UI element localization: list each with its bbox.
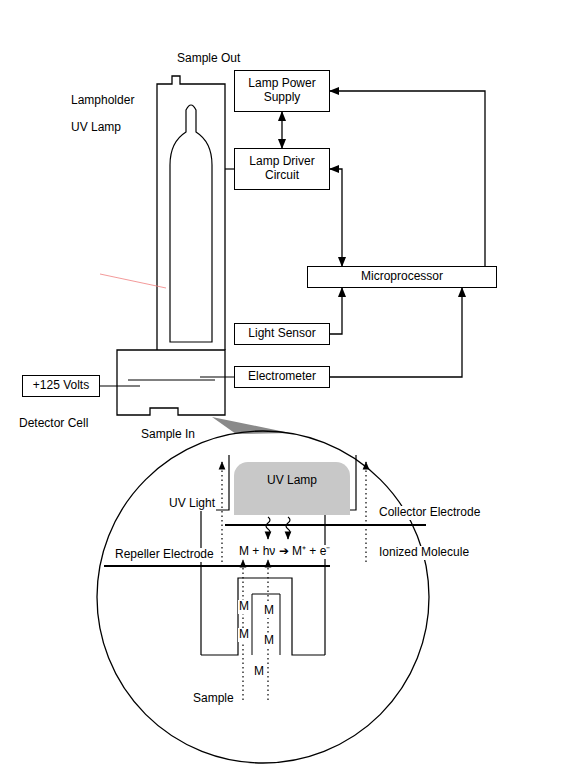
molecule-symbol: M (253, 665, 265, 679)
box-text: Electrometer (248, 370, 316, 384)
part-label: Sample In (140, 428, 196, 442)
signal-connector (330, 288, 462, 377)
part-label: UV Lamp (70, 121, 122, 135)
inlet-channel (252, 594, 280, 655)
light-sensor-box: Light Sensor (234, 323, 330, 345)
part-label: Collector Electrode (378, 506, 481, 520)
box-text: Lamp Power Supply (239, 77, 325, 105)
uv-ray (286, 517, 290, 539)
signal-connector (281, 112, 282, 148)
sample-flow (221, 462, 222, 562)
molecule-symbol: M (263, 604, 275, 618)
detector-cell (117, 350, 225, 415)
lamp-wire (225, 168, 234, 169)
box-text: Lamp Driver Circuit (239, 155, 325, 183)
uv-ray (266, 517, 270, 539)
signal-connector (330, 288, 342, 334)
voltage-box: +125 Volts (22, 375, 100, 397)
electrometer-wire (200, 376, 234, 377)
lampholder-outline (157, 76, 225, 350)
driver-circuit-box: Lamp Driver Circuit (234, 148, 330, 190)
molecule-symbol: M (263, 634, 275, 648)
voltage-wire (100, 385, 140, 386)
signal-connector (330, 91, 485, 266)
power-supply-box: Lamp Power Supply (234, 70, 330, 112)
box-text: +125 Volts (33, 379, 89, 393)
box-text: Light Sensor (248, 327, 315, 341)
collector-electrode (225, 524, 426, 526)
part-label: Sample (192, 692, 235, 706)
electrometer-box: Electrometer (234, 366, 330, 388)
uv-lamp-shape: UV Lamp (234, 462, 350, 515)
part-label: Ionized Molecule (378, 546, 470, 560)
zoom-circle (97, 431, 429, 763)
stray-line (100, 274, 166, 288)
microprocessor-box: Microprocessor (307, 266, 497, 288)
molecule-symbol: M (238, 600, 250, 614)
sample-inlet (201, 578, 325, 655)
part-label: Lampholder (70, 94, 135, 108)
molecule-symbol: M (238, 628, 250, 642)
repeller-electrode (104, 565, 330, 567)
signal-connector (330, 169, 342, 266)
sample-flow (365, 462, 366, 562)
box-text: Microprocessor (361, 270, 443, 284)
box-text: UV Lamp (267, 474, 317, 488)
cell-electrode (128, 380, 215, 381)
part-label: Detector Cell (18, 417, 89, 431)
part-label: UV Light (168, 497, 216, 511)
equation: M + hν ➔ M⁺ + e⁻ (238, 545, 331, 559)
part-label: Repeller Electrode (114, 548, 215, 562)
sample-flow (267, 560, 268, 700)
part-label: Sample Out (176, 52, 241, 66)
uv-lamp-bulb (170, 105, 212, 342)
